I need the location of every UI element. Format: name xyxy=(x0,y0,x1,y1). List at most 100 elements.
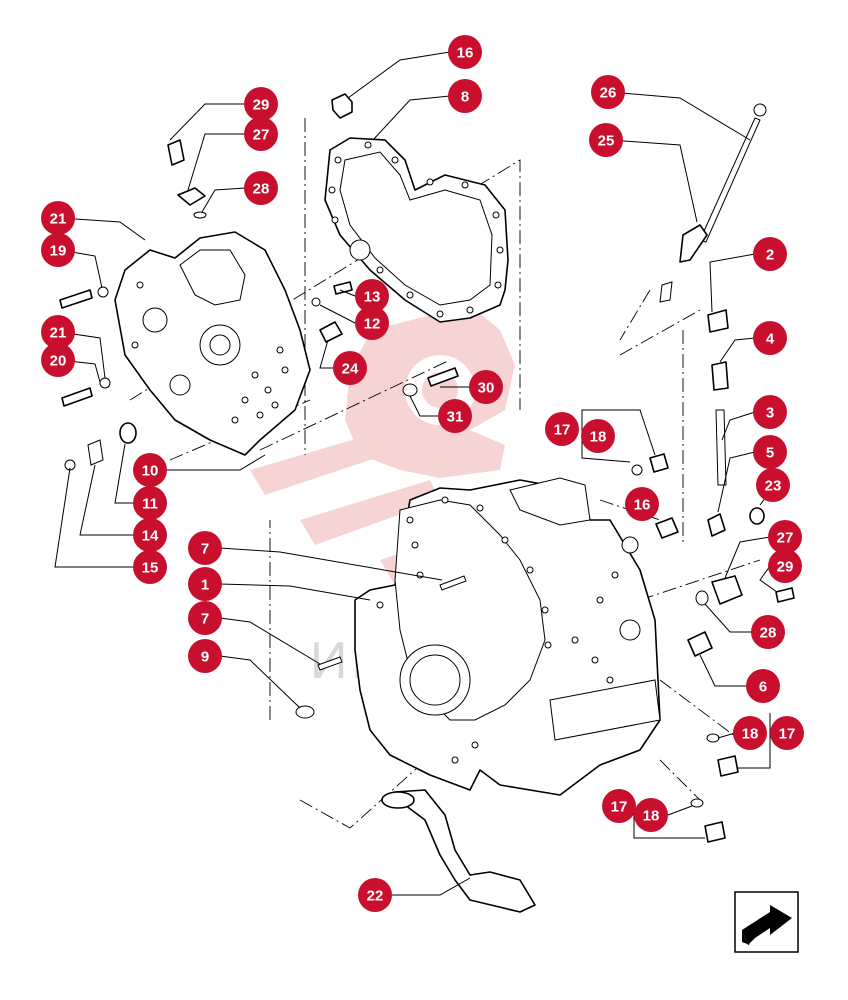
bolt-29-top xyxy=(167,139,185,166)
callout-label: 17 xyxy=(554,422,571,439)
callout-10: 10 xyxy=(133,453,167,487)
callout-label: 4 xyxy=(766,331,775,348)
callout-circle xyxy=(41,233,75,267)
callout-circle xyxy=(41,315,75,349)
callout-circle xyxy=(746,669,780,703)
callout-label: 11 xyxy=(142,496,158,513)
seal-18c xyxy=(690,798,704,808)
callout-circle xyxy=(133,486,167,520)
plug-16-mid xyxy=(655,517,679,539)
callout-18: 18 xyxy=(581,419,615,453)
callout-label: 24 xyxy=(342,361,359,378)
tube-3 xyxy=(715,409,727,486)
callout-circle xyxy=(589,123,623,157)
callout-4: 4 xyxy=(753,321,787,355)
callout-label: 17 xyxy=(611,799,628,816)
arrow-next-icon[interactable] xyxy=(734,891,799,953)
callout-label: 27 xyxy=(777,530,794,547)
cover-plate-holes xyxy=(131,281,289,424)
callout-22: 22 xyxy=(358,878,392,912)
callout-17: 17 xyxy=(770,716,804,750)
main-housing-1 xyxy=(354,477,661,796)
callout-label: 17 xyxy=(779,726,796,743)
callout-29: 29 xyxy=(244,87,278,121)
callout-label: 29 xyxy=(253,97,270,114)
callout-27: 27 xyxy=(244,117,278,151)
callout-label: 21 xyxy=(50,211,67,228)
plug-17b xyxy=(717,755,739,777)
callout-25: 25 xyxy=(589,123,623,157)
callout-label: 28 xyxy=(253,181,270,198)
callout-21: 21 xyxy=(41,315,75,349)
gasket-8 xyxy=(324,137,509,323)
plug-6 xyxy=(687,631,713,657)
callout-label: 12 xyxy=(364,316,381,333)
callout-label: 5 xyxy=(766,445,774,462)
callout-7: 7 xyxy=(188,601,222,635)
callout-circle xyxy=(355,279,389,313)
gasket-bolt-holes xyxy=(328,141,504,318)
bolt-20 xyxy=(61,387,93,407)
callout-label: 2 xyxy=(766,247,774,264)
callout-label: 23 xyxy=(765,478,782,495)
bolt-30 xyxy=(427,367,459,387)
callout-6: 6 xyxy=(746,669,780,703)
callout-circle xyxy=(756,468,790,502)
pin-7a xyxy=(439,575,467,591)
callout-24: 24 xyxy=(333,351,367,385)
callout-circle xyxy=(581,419,615,453)
callout-label: 7 xyxy=(201,611,209,628)
callout-17: 17 xyxy=(602,789,636,823)
callout-31: 31 xyxy=(438,399,472,433)
disc-9 xyxy=(295,705,315,719)
callout-circle xyxy=(625,487,659,521)
callout-label: 22 xyxy=(367,888,384,905)
callout-label: 28 xyxy=(760,625,777,642)
plug-17c xyxy=(704,821,726,843)
suction-tube-22 xyxy=(381,789,536,913)
callout-circle xyxy=(768,520,802,554)
plug-24 xyxy=(319,321,343,343)
plug-16-top xyxy=(331,93,353,119)
callout-circle xyxy=(602,789,636,823)
callout-label: 3 xyxy=(766,405,774,422)
callout-circle xyxy=(545,412,579,446)
callout-circle xyxy=(768,549,802,583)
nut-4 xyxy=(711,361,729,391)
flange-27-top xyxy=(177,187,206,206)
callout-label: 18 xyxy=(643,808,660,825)
callout-18: 18 xyxy=(733,716,767,750)
callout-26: 26 xyxy=(591,75,625,109)
callout-label: 25 xyxy=(598,133,615,150)
seal-11 xyxy=(119,422,137,444)
bolt-19 xyxy=(59,289,93,309)
callout-label: 16 xyxy=(634,497,651,514)
callout-label: 26 xyxy=(600,85,617,102)
callout-circle xyxy=(634,798,668,832)
seal-18a xyxy=(631,464,643,476)
callout-5: 5 xyxy=(753,435,787,469)
cap-2 xyxy=(707,309,729,333)
callout-label: 29 xyxy=(777,559,794,576)
callout-3: 3 xyxy=(753,395,787,429)
callout-23: 23 xyxy=(756,468,790,502)
callout-16: 16 xyxy=(625,487,659,521)
callout-circle xyxy=(188,639,222,673)
callout-circle xyxy=(41,201,75,235)
callout-17: 17 xyxy=(545,412,579,446)
callout-circle xyxy=(133,453,167,487)
callout-16: 16 xyxy=(448,35,482,69)
callout-circle xyxy=(358,878,392,912)
callout-circle xyxy=(733,716,767,750)
callout-15: 15 xyxy=(133,550,167,584)
callout-18: 18 xyxy=(634,798,668,832)
callout-11: 11 xyxy=(133,486,167,520)
callout-label: 8 xyxy=(461,89,469,106)
dipstick-26 xyxy=(699,117,761,243)
pin-13 xyxy=(333,281,353,295)
callout-label: 1 xyxy=(201,577,209,594)
oring-28-right xyxy=(695,590,709,606)
pin-7b xyxy=(317,656,343,671)
